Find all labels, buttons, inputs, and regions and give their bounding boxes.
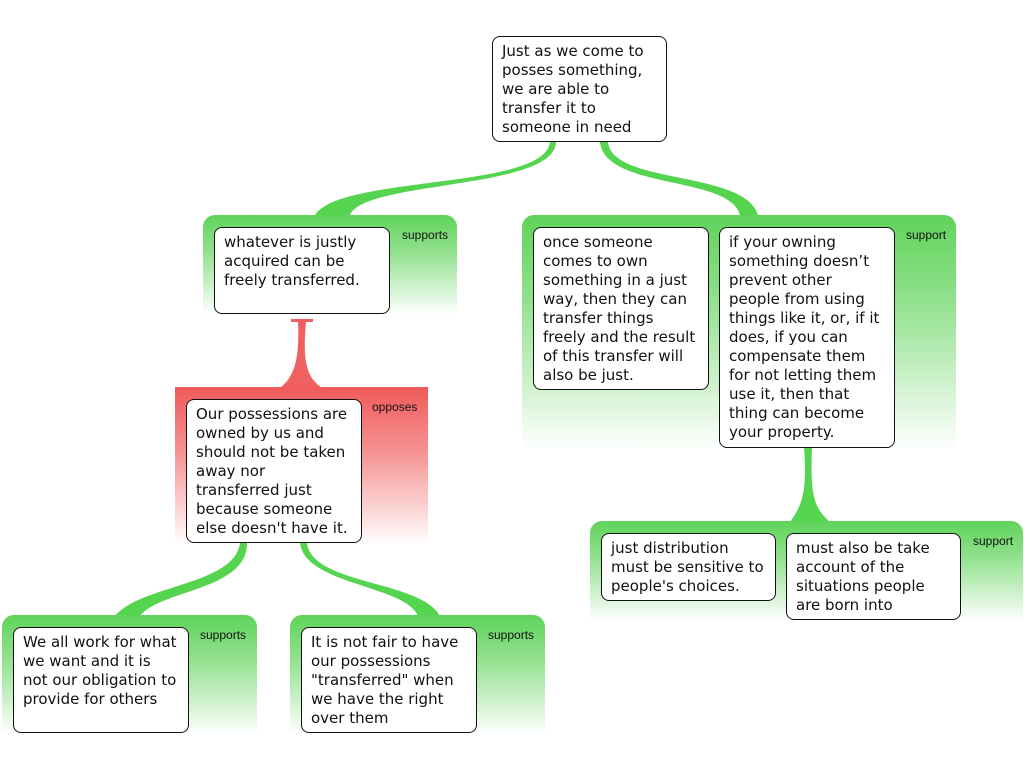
oppose-connector	[280, 322, 322, 388]
claim-situations-born-into[interactable]: must also be take account of the situati…	[786, 533, 961, 620]
support-connector	[315, 142, 556, 215]
claim-justly-acquired[interactable]: whatever is justly acquired can be freel…	[214, 227, 390, 314]
support-connector	[790, 448, 830, 522]
supports-label: supports	[200, 628, 247, 642]
claim-possessions-owned[interactable]: Our possessions are owned by us and shou…	[186, 399, 362, 543]
claim-work-for-what-we-want[interactable]: We all work for what we want and it is n…	[13, 627, 189, 733]
root-claim[interactable]: Just as we come to posses something, we …	[492, 36, 667, 142]
support-label: support	[906, 228, 947, 242]
support-connector	[300, 543, 440, 616]
supports-label: supports	[488, 628, 535, 642]
claim-sensitive-to-choices[interactable]: just distribution must be sensitive to p…	[601, 533, 776, 601]
support-connector	[115, 543, 248, 616]
support-label: support	[973, 534, 1014, 548]
support-connector	[600, 142, 758, 215]
opposes-label: opposes	[372, 400, 418, 414]
claim-owning-property[interactable]: if your owning something doesn’t prevent…	[719, 227, 895, 448]
supports-label: supports	[402, 228, 449, 242]
claim-not-fair-transferred[interactable]: It is not fair to have our possessions "…	[301, 627, 477, 733]
claim-just-transfer[interactable]: once someone comes to own something in a…	[533, 227, 709, 390]
oppose-marker	[291, 319, 313, 322]
